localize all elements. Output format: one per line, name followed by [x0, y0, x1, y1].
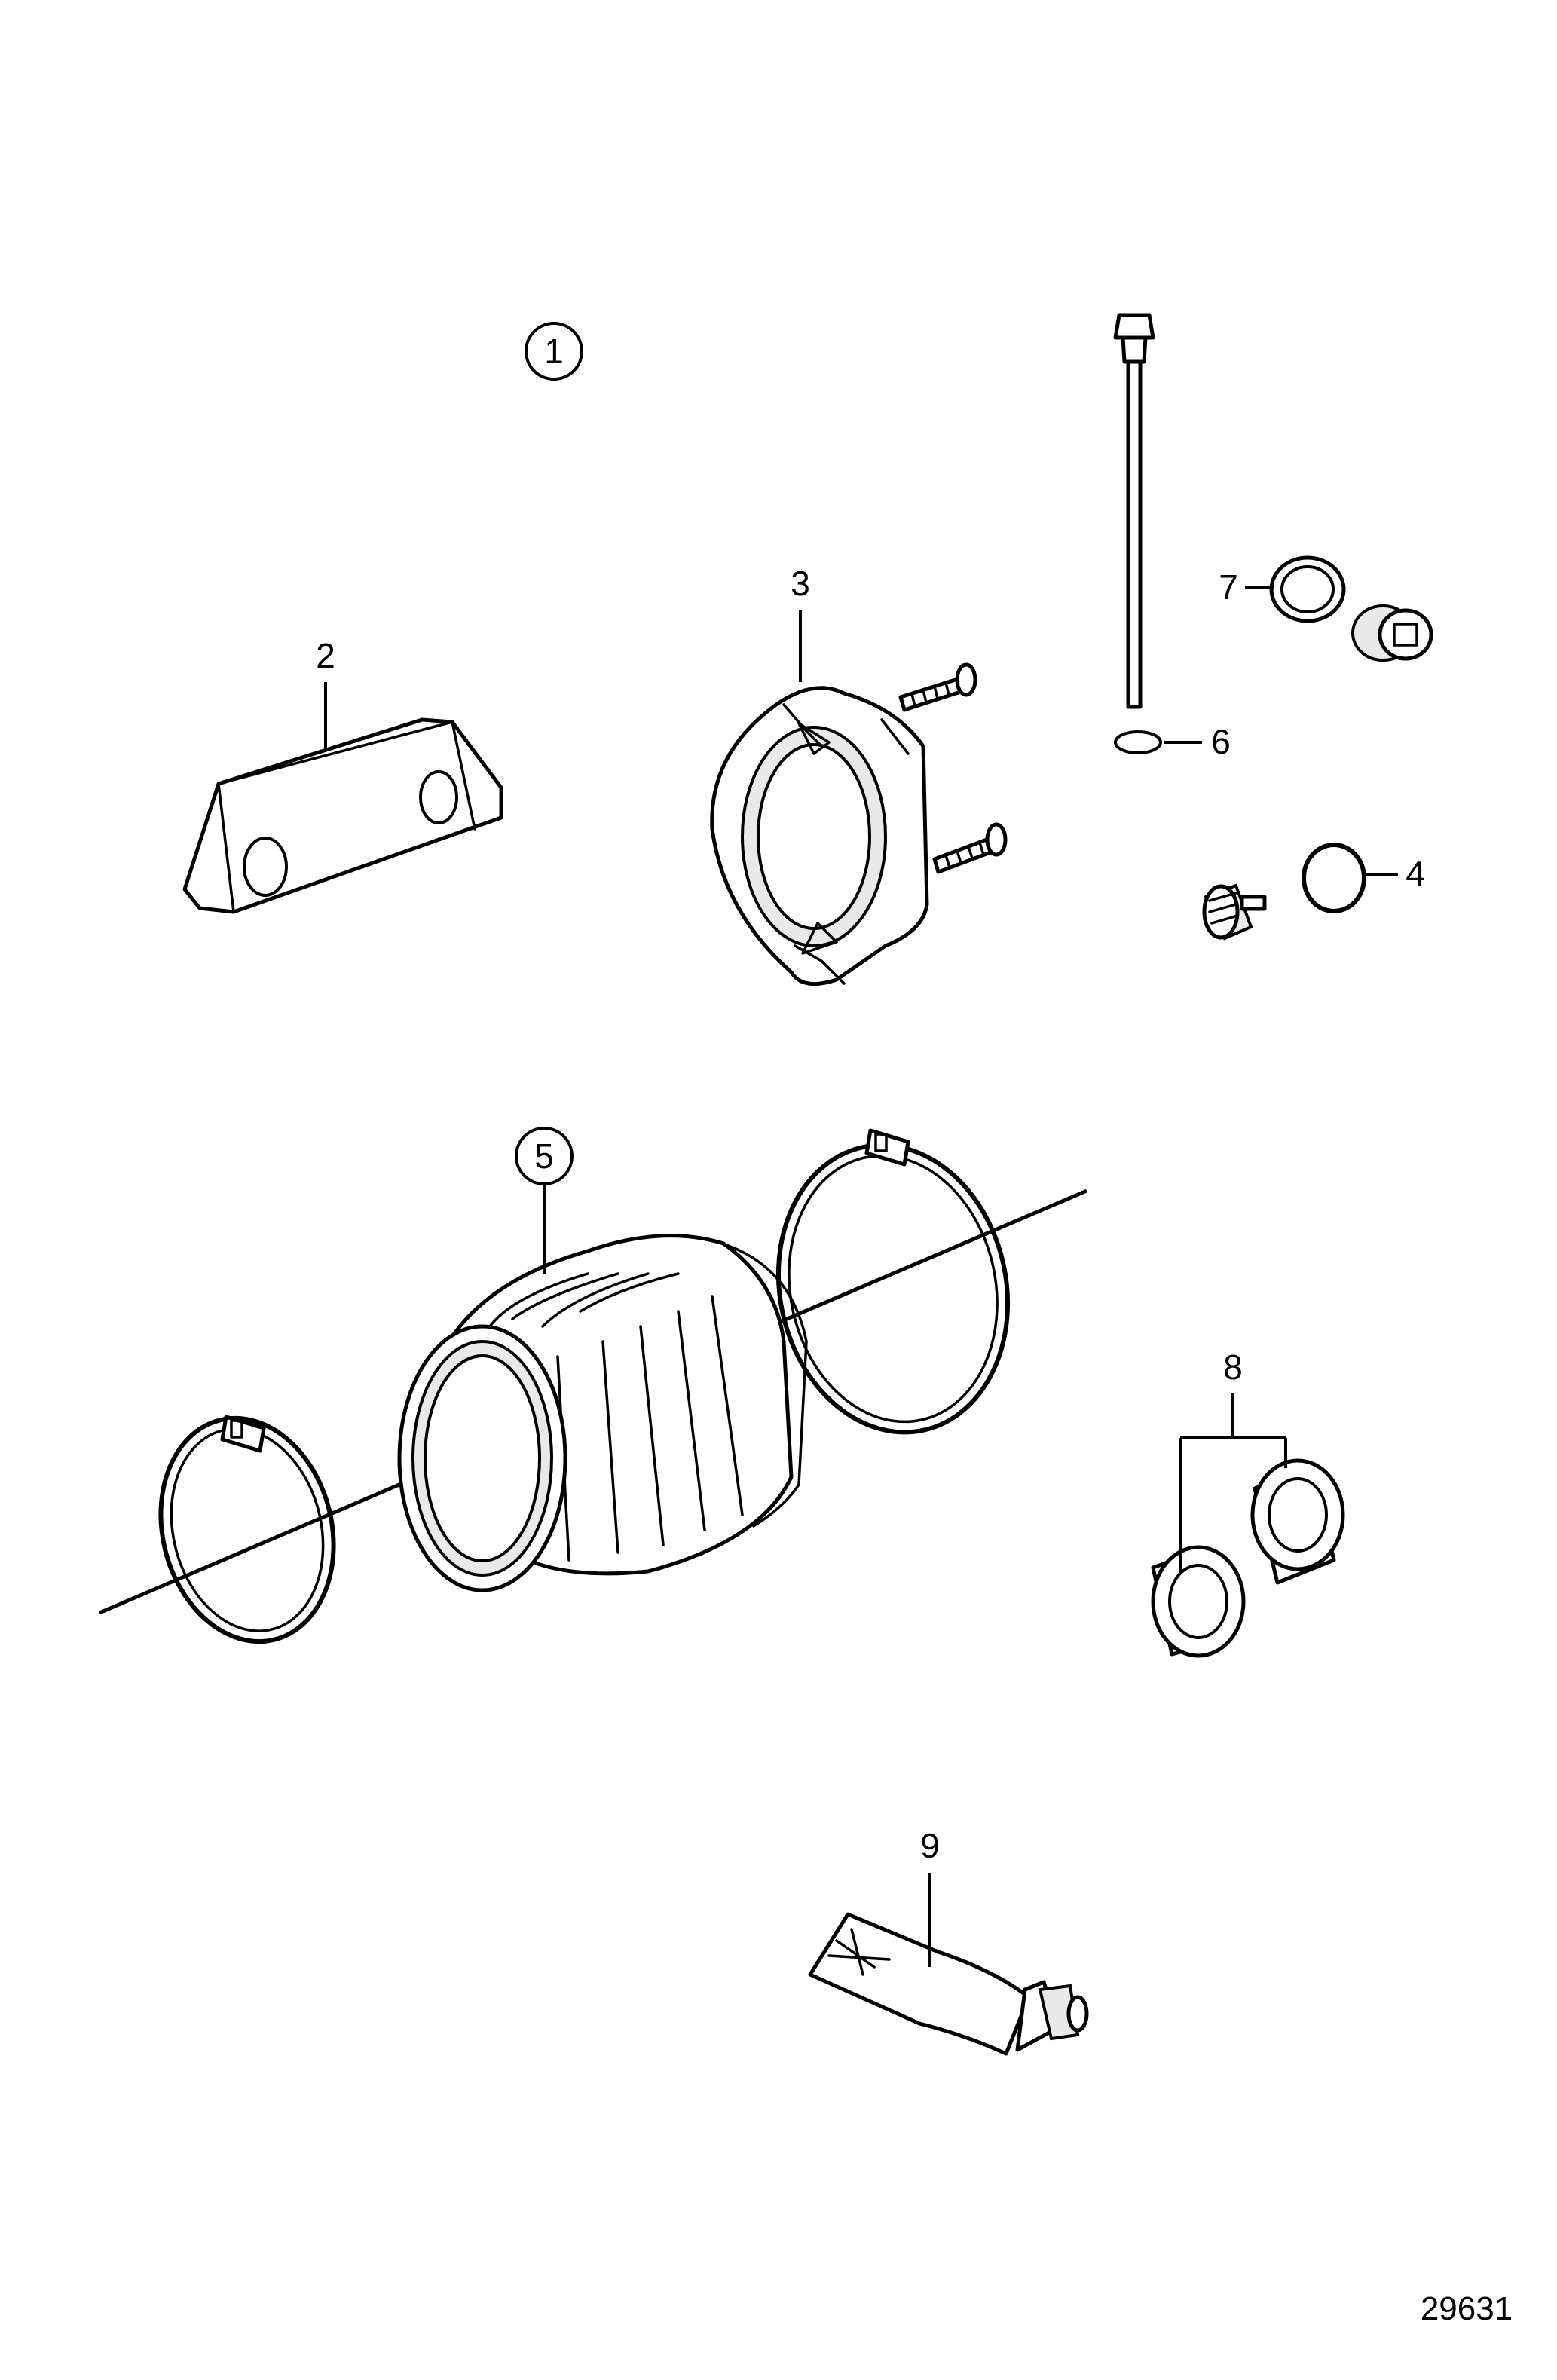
o-ring-dipstick: [1114, 730, 1162, 754]
callout-3-label: 3: [791, 564, 810, 603]
callout-2: 2: [316, 636, 335, 748]
seal-ring-upper: [1269, 555, 1346, 623]
hose-clamp-small: [158, 1415, 336, 1644]
anode-block: [182, 717, 503, 914]
callout-6-label: 6: [1211, 722, 1231, 761]
hose-clamp-large: [775, 1128, 1011, 1435]
callout-5-label: 5: [534, 1136, 554, 1176]
magnetic-plug: [1202, 883, 1267, 941]
callout-7: 7: [1219, 567, 1274, 607]
ring-anode-screw-upper: [898, 662, 977, 712]
dipstick: [1113, 313, 1155, 709]
callout-8-label: 8: [1223, 1348, 1243, 1387]
callout-9-label: 9: [920, 1826, 940, 1865]
bushing-left: [1151, 1545, 1246, 1658]
callout-6: 6: [1164, 722, 1231, 761]
ring-anode: [710, 686, 929, 987]
callout-4-label: 4: [1406, 854, 1425, 893]
callout-2-label: 2: [316, 636, 335, 675]
callout-1: 1: [525, 322, 583, 381]
callout-1-label: 1: [544, 332, 564, 371]
o-ring-lower: [1302, 843, 1366, 913]
callout-7-label: 7: [1219, 567, 1238, 607]
sealant-tube: [808, 1912, 1089, 2056]
drain-plug-upper: [1351, 604, 1433, 662]
bushing-right: [1250, 1458, 1345, 1585]
figure-number: 29631: [1421, 2290, 1513, 2327]
callout-8: 8: [1179, 1348, 1287, 1574]
callout-4: 4: [1366, 854, 1425, 893]
callout-3: 3: [791, 564, 810, 682]
bellows: [397, 1234, 808, 1592]
ring-anode-screw-lower: [932, 822, 1008, 874]
callout-5: 5: [515, 1127, 574, 1274]
callout-9: 9: [920, 1826, 940, 1967]
